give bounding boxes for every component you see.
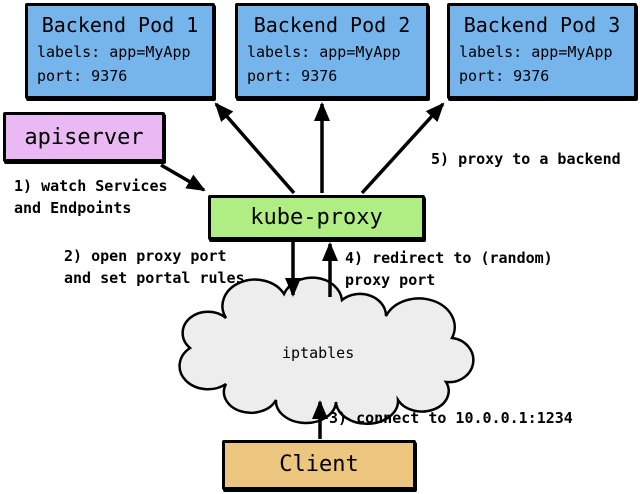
iptables-label: iptables [282, 344, 355, 362]
apiserver-box: apiserver [3, 112, 165, 162]
backend-pod-2-labels: labels: app=MyApp [247, 43, 401, 61]
backend-pod-3-labels: labels: app=MyApp [459, 43, 613, 61]
kube-proxy-box: kube-proxy [208, 195, 425, 240]
annotation-step5: 5) proxy to a backend [431, 150, 621, 168]
annotation-step2: 2) open proxy port and set portal rules [64, 247, 245, 287]
backend-pod-2-port: port: 9376 [247, 67, 338, 85]
kube-proxy-label: kube-proxy [250, 205, 383, 230]
client-box: Client [222, 440, 416, 490]
iptables-cloud-shape [178, 276, 475, 425]
apiserver-label: apiserver [24, 125, 144, 150]
annotation-step3: 3) connect to 10.0.0.1:1234 [329, 409, 573, 427]
annotation-step1: 1) watch Services and Endpoints [14, 177, 168, 217]
backend-pod-2-title: Backend Pod 2 [253, 13, 411, 37]
backend-pod-3-title: Backend Pod 3 [463, 13, 621, 37]
backend-pod-3-port: port: 9376 [459, 67, 550, 85]
client-label: Client [279, 452, 359, 477]
backend-pod-1-labels: labels: app=MyApp [37, 43, 191, 61]
arrow-kube-proxy-to-pod3 [360, 102, 445, 195]
backend-pod-1-port: port: 9376 [37, 67, 128, 85]
backend-pod-2: Backend Pod 2 labels: app=MyApp port: 93… [235, 3, 429, 99]
arrow-apiserver-to-kube-proxy [160, 163, 206, 192]
backend-pod-1: Backend Pod 1 labels: app=MyApp port: 93… [25, 3, 215, 99]
annotation-step4: 4) redirect to (random) proxy port [345, 249, 553, 289]
arrow-kube-proxy-to-pod1 [214, 102, 296, 195]
backend-pod-3: Backend Pod 3 labels: app=MyApp port: 93… [447, 3, 637, 99]
backend-pod-1-title: Backend Pod 1 [41, 13, 199, 37]
